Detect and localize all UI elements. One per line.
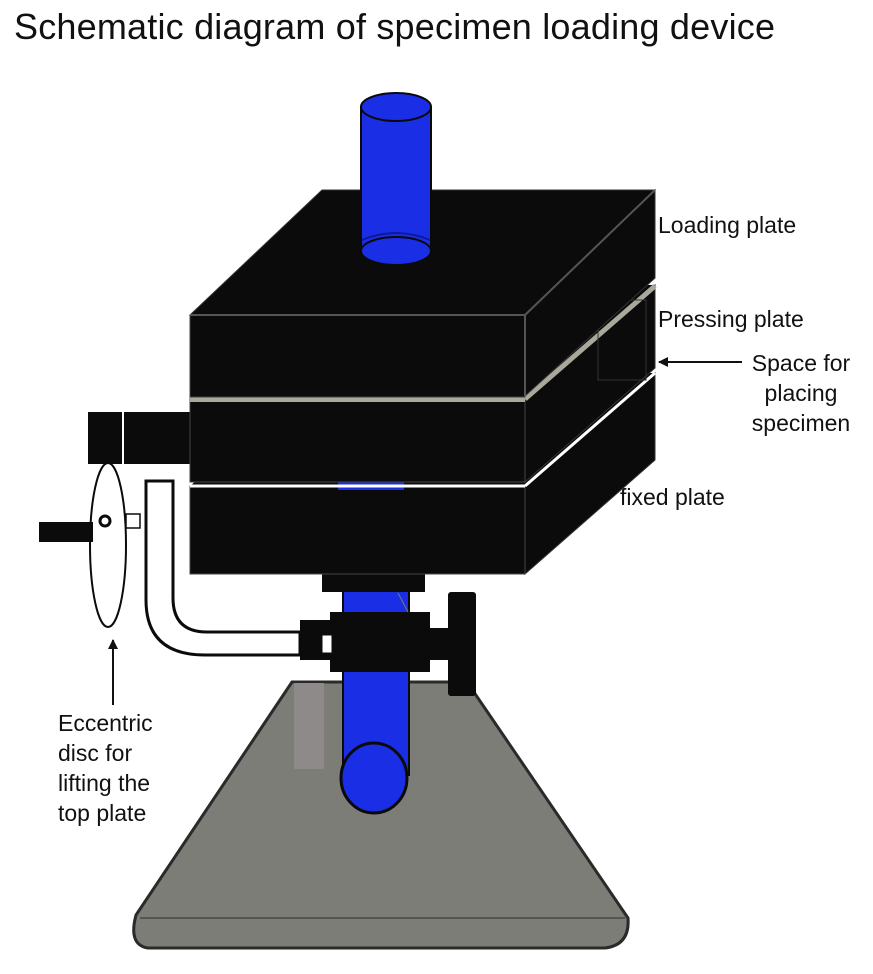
clamp-assembly [300, 592, 476, 696]
label-eccentric-disc-line-2: disc for [58, 740, 133, 766]
label-specimen-space-line-1: Space for [751, 350, 851, 376]
disc-shaft [125, 513, 141, 529]
label-specimen-space-line-3: specimen [751, 410, 851, 436]
label-specimen-space: Space for placing specimen [742, 348, 860, 438]
base-stand [132, 680, 630, 950]
label-specimen-space-line-2: placing [764, 380, 838, 406]
label-eccentric-disc: Eccentric disc for lifting the top plate [58, 708, 153, 828]
label-loading-plate: Loading plate [658, 212, 797, 238]
label-pressing-plate: Pressing plate [658, 306, 804, 332]
label-eccentric-disc-line-4: top plate [58, 800, 147, 826]
eccentric-disc [39, 462, 141, 628]
label-eccentric-disc-line-3: lifting the [58, 770, 151, 796]
lifting-lever [144, 479, 302, 657]
side-handle [88, 412, 190, 464]
base-slot [294, 683, 324, 769]
loading-plate [188, 188, 657, 398]
disc-pivot-icon [98, 514, 112, 528]
loading-cylinder [360, 92, 432, 266]
label-fixed-plate: fixed plate [620, 484, 725, 510]
diagram-title: Schematic diagram of specimen loading de… [14, 6, 776, 47]
label-eccentric-disc-line-1: Eccentric [58, 710, 153, 736]
rod-collar [322, 570, 425, 592]
disc-crank-handle [39, 522, 93, 542]
